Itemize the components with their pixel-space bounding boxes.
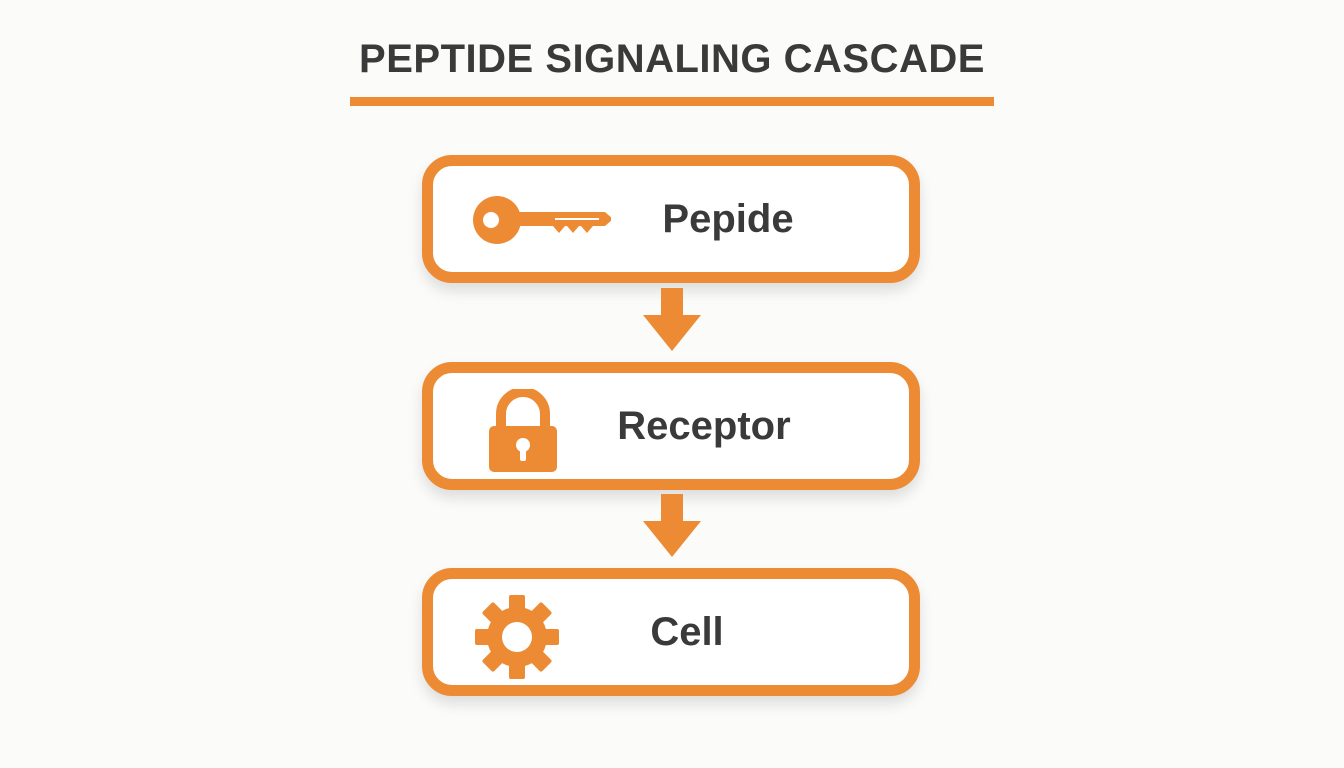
arrow-down-icon [643, 494, 701, 557]
key-icon [473, 196, 611, 244]
gear-icon [475, 595, 559, 679]
step-label-peptide: Pepide [662, 197, 794, 241]
step-cell-box: Cell [422, 568, 920, 696]
step-label-cell: Cell [650, 610, 724, 654]
step-peptide-box: Pepide [422, 155, 920, 283]
step-receptor-box: Receptor [422, 362, 920, 490]
padlock-icon [489, 389, 557, 472]
step-label-receptor: Receptor [617, 404, 791, 448]
diagram-title: PEPTIDE SIGNALING CASCADE [359, 37, 985, 81]
title-underline [350, 97, 994, 106]
arrow-down-icon [643, 288, 701, 351]
